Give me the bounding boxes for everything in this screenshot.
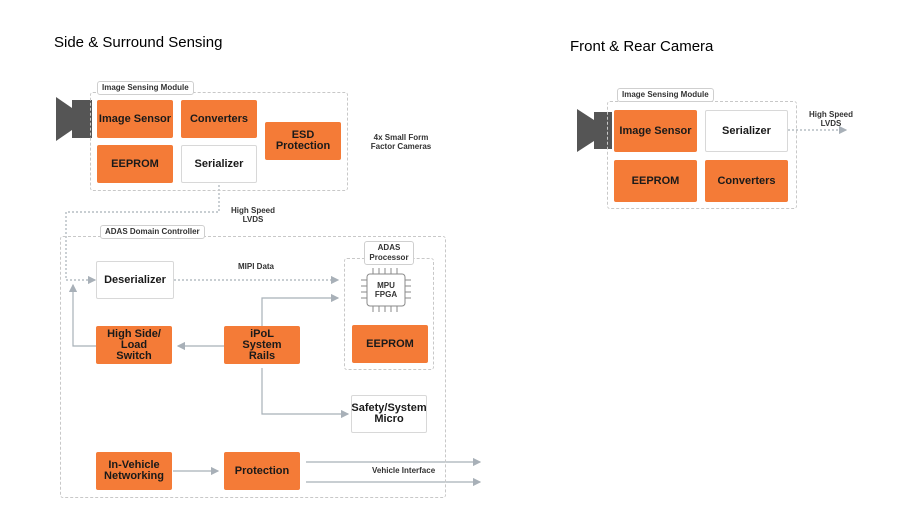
converters-block: Converters [181, 100, 257, 138]
image-sensor-block: Image Sensor [97, 100, 173, 138]
image-sensing-module-group [90, 92, 348, 191]
high-side-load-switch-block: High Side/ Load Switch [96, 326, 172, 364]
right-image-sensor-block: Image Sensor [614, 110, 697, 152]
lvds-label: High Speed LVDS [230, 206, 275, 224]
left-diagram-title: Side & Surround Sensing [54, 34, 223, 51]
right-converters-block: Converters [705, 160, 788, 202]
adas-domain-controller-tag: ADAS Domain Controller [100, 225, 205, 239]
eeprom-block: EEPROM [97, 145, 173, 183]
adas-domain-controller-group [60, 236, 446, 498]
mipi-data-label: MIPI Data [238, 262, 275, 271]
mpu-fpga-label: MPU FPGA [374, 281, 398, 299]
ipol-to-processor-line [261, 293, 340, 326]
processor-eeprom-block: EEPROM [352, 325, 428, 363]
ipol-system-rails-block: iPoL System Rails [224, 326, 300, 364]
right-image-sensing-module-tag: Image Sensing Module [617, 88, 714, 102]
in-vehicle-networking-block: In-Vehicle Networking [96, 452, 172, 490]
image-sensing-module-tag: Image Sensing Module [97, 81, 194, 95]
deserializer-block: Deserializer [96, 261, 174, 299]
right-eeprom-block: EEPROM [614, 160, 697, 202]
ipol-to-safety-line [261, 368, 350, 419]
safety-system-micro-block: Safety/System Micro [351, 395, 427, 433]
serializer-block: Serializer [181, 145, 257, 183]
lvds-link-line [65, 185, 220, 285]
loadswitch-to-deserializer-line [68, 283, 96, 347]
right-diagram-title: Front & Rear Camera [570, 38, 714, 55]
protection-block: Protection [224, 452, 300, 490]
chip-icon [361, 268, 411, 312]
right-lvds-label: High Speed LVDS [808, 110, 853, 128]
esd-protection-block: ESD Protection [265, 122, 341, 160]
right-serializer-block: Serializer [705, 110, 788, 152]
camera-count-note: 4x Small Form Factor Cameras [370, 133, 432, 151]
vehicle-interface-label: Vehicle Interface [372, 466, 436, 475]
camera-icon-left [56, 97, 92, 141]
adas-processor-tag: ADAS Processor [364, 241, 414, 265]
